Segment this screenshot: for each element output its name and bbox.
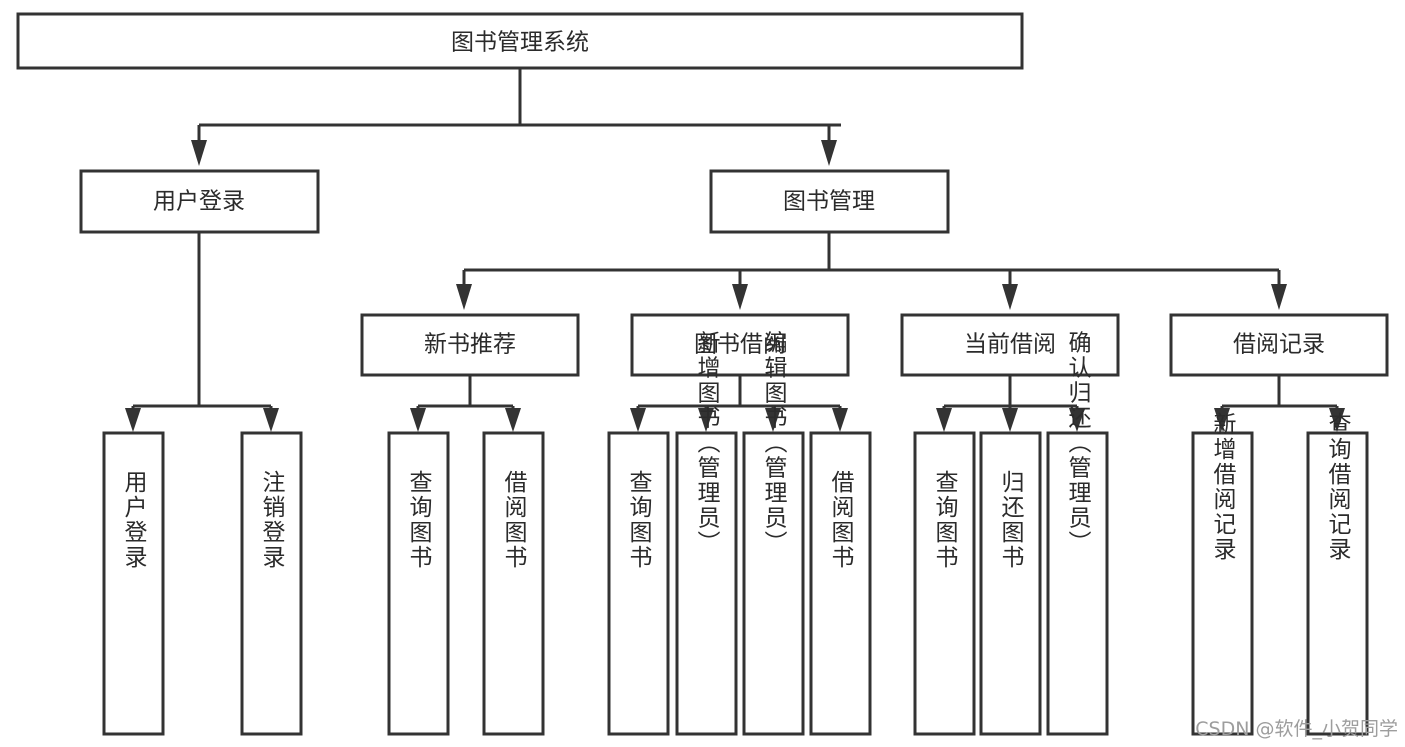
leaf-label: 确认归还（管理员） xyxy=(1064,331,1092,556)
leaf-borrow-record-add[interactable]: 新增借阅记录 xyxy=(1191,412,1254,736)
leaf-label: 注销登录 xyxy=(258,470,286,570)
connector-user-login-to-leaves xyxy=(125,232,279,432)
node-root-label: 图书管理系统 xyxy=(451,30,589,56)
node-book-borrow[interactable]: 图书借阅 xyxy=(630,313,850,377)
arrow-head-user-login xyxy=(191,140,207,166)
leaf-label: 编辑图书（管理员） xyxy=(760,331,788,556)
node-borrow-record-label: 借阅记录 xyxy=(1233,332,1325,358)
leaf-label: 查询图书 xyxy=(405,470,433,570)
leaf-book-borrow-borrow[interactable]: 借阅图书 xyxy=(809,431,872,736)
leaf-label: 查询图书 xyxy=(931,470,959,570)
node-user-login-label: 用户登录 xyxy=(153,189,245,215)
leaf-new-book-borrow[interactable]: 借阅图书 xyxy=(482,431,545,736)
leaf-label: 借阅图书 xyxy=(500,470,528,570)
leaf-new-book-query[interactable]: 查询图书 xyxy=(387,431,450,736)
leaf-label: 借阅图书 xyxy=(827,470,855,570)
leaf-label: 新增图书（管理员） xyxy=(693,331,721,556)
node-book-borrow-label: 图书借阅 xyxy=(694,332,786,358)
connector-current-borrow-to-leaves xyxy=(936,375,1085,432)
leaf-user-login-signout[interactable]: 注销登录 xyxy=(240,431,303,736)
node-new-book-recommend[interactable]: 新书推荐 xyxy=(360,313,580,377)
leaf-label: 用户登录 xyxy=(120,470,148,570)
node-current-borrow[interactable]: 当前借阅 xyxy=(900,313,1120,377)
leaf-book-borrow-query[interactable]: 查询图书 xyxy=(607,431,670,736)
leaf-label: 新增借阅记录 xyxy=(1209,412,1237,562)
node-book-manage[interactable]: 图书管理 xyxy=(709,169,950,234)
csdn-watermark: CSDN @软件_小贺同学 xyxy=(1195,718,1398,740)
node-root[interactable]: 图书管理系统 xyxy=(16,12,1024,70)
connector-book-borrow-to-leaves xyxy=(630,375,848,432)
node-user-login[interactable]: 用户登录 xyxy=(79,169,320,234)
connector-new-book-to-leaves xyxy=(410,375,521,432)
connector-root-to-level2 xyxy=(191,68,841,166)
leaf-label: 查询借阅记录 xyxy=(1324,412,1352,562)
leaf-current-borrow-confirm[interactable]: 确认归还（管理员） xyxy=(1046,331,1109,736)
node-current-borrow-label: 当前借阅 xyxy=(964,332,1056,358)
node-borrow-record[interactable]: 借阅记录 xyxy=(1169,313,1389,377)
arrow-head-book-manage xyxy=(821,140,837,166)
leaf-label: 查询图书 xyxy=(625,470,653,570)
leaf-current-borrow-return[interactable]: 归还图书 xyxy=(979,431,1042,736)
connector-book-manage-to-level3 xyxy=(456,232,1287,310)
leaf-book-borrow-add[interactable]: 新增图书（管理员） xyxy=(675,331,738,736)
connector-borrow-record-to-leaves xyxy=(1214,375,1345,432)
node-new-book-recommend-label: 新书推荐 xyxy=(424,332,516,358)
leaf-book-borrow-edit[interactable]: 编辑图书（管理员） xyxy=(742,331,805,736)
leaf-user-login-signin[interactable]: 用户登录 xyxy=(102,431,165,736)
leaf-borrow-record-query[interactable]: 查询借阅记录 xyxy=(1306,412,1369,736)
node-book-manage-label: 图书管理 xyxy=(783,189,875,215)
leaf-current-borrow-query[interactable]: 查询图书 xyxy=(913,431,976,736)
leaf-label: 归还图书 xyxy=(997,470,1025,570)
